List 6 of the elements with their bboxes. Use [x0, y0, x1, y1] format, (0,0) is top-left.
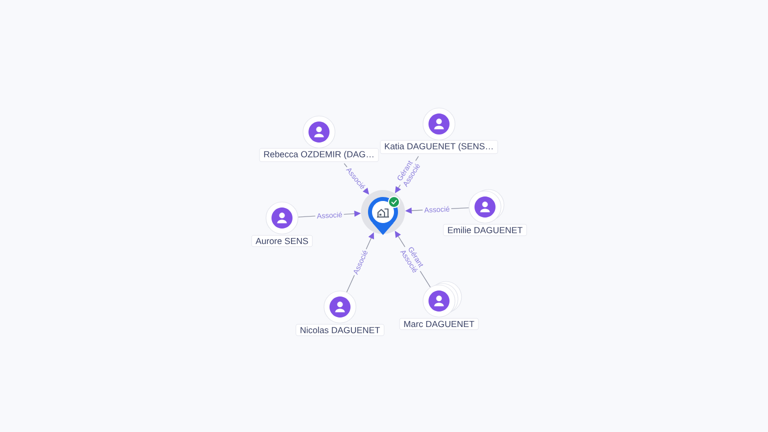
name-label: Katia DAGUENET (SENS… [380, 140, 498, 154]
name-label: Marc DAGUENET [399, 318, 479, 330]
name-label: Rebecca OZDEMIR (DAG… [259, 148, 379, 162]
name-label: Aurore SENS [251, 235, 313, 247]
name-label: Nicolas DAGUENET [296, 324, 384, 336]
name-label: Emilie DAGUENET [443, 224, 527, 236]
